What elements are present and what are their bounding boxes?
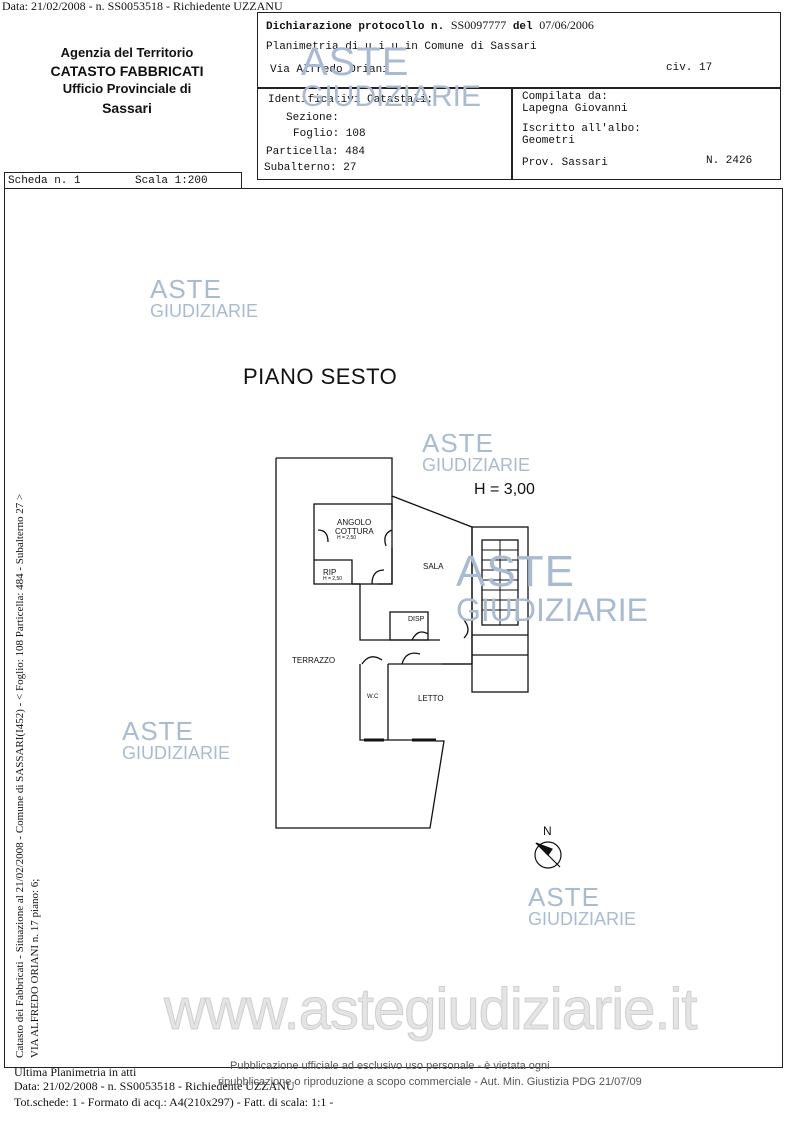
north-arrow-icon (534, 841, 562, 869)
civ-number: civ. 17 (666, 62, 713, 74)
room-label-cottura-height: H = 2,50 (337, 535, 357, 541)
ufficio-label: Ufficio Provinciale di (62, 81, 192, 96)
room-label-wc: W.C (367, 694, 379, 700)
footer-publication-2: ripubblicazione o riproduzione a scopo c… (218, 1076, 642, 1088)
watermark-3: ASTE GIUDIZIARIE (422, 428, 531, 475)
albo-name: Geometri (522, 135, 575, 147)
particella-field: Particella: 484 (266, 146, 366, 158)
room-label-angolo: ANGOLO (337, 518, 372, 527)
protocol-number: SS0097777 (450, 18, 507, 32)
identifiers-box (257, 88, 512, 180)
room-label-terrazzo: TERRAZZO (292, 656, 336, 665)
header-line: Data: 21/02/2008 - n. SS0053518 - Richie… (2, 0, 283, 13)
foglio-field: Foglio: 108 (293, 128, 366, 140)
terrace-outline (276, 457, 473, 665)
watermark-4: ASTE GIUDIZIARIE (456, 547, 649, 628)
plan-height: H = 3,00 (474, 481, 535, 498)
footer-ultima: Ultima Planimetria in atti (14, 1065, 137, 1079)
address-line: Via Alfredo Oriani (270, 64, 389, 76)
registration-number: N. 2426 (706, 155, 753, 167)
watermark-1: ASTE GIUDIZIARIE (301, 40, 482, 113)
site-watermark: www.astegiudiziarie.it (163, 977, 697, 1043)
watermark-2: ASTE GIUDIZIARIE (150, 274, 259, 321)
drawing-frame (4, 188, 783, 1068)
room-label-cottura: COTTURA (335, 527, 374, 536)
catasto-title: CATASTO FABBRICATI (50, 63, 204, 79)
watermark-5: ASTE GIUDIZIARIE (122, 716, 231, 763)
protocol-date: 07/06/2006 (539, 18, 594, 32)
declaration-box (257, 12, 781, 88)
room-label-sala: SALA (423, 562, 444, 571)
agency-name: Agenzia del Territorio (60, 45, 194, 60)
north-label: N (543, 824, 552, 838)
planimetria-line: Planimetria di u.i.u.in Comune di Sassar… (266, 41, 537, 53)
compiler-box (512, 88, 781, 180)
watermark-6: ASTE GIUDIZIARIE (528, 882, 637, 929)
identifiers-title: Identificativi Catastali: (268, 94, 434, 106)
room-label-disp: DISP (408, 616, 425, 623)
agency-block: Agenzia del Territorio CATASTO FABBRICAT… (22, 45, 232, 116)
sezione-field: Sezione: (286, 112, 339, 124)
footer-line1: Data: 21/02/2008 - n. SS0053518 - Richie… (14, 1079, 295, 1093)
plan-title: PIANO SESTO (243, 364, 398, 389)
ufficio-city: Sassari (102, 100, 152, 116)
subalterno-field: Subalterno: 27 (264, 162, 357, 174)
room-label-letto: LETTO (418, 694, 444, 703)
footer-line2: Tot.schede: 1 - Formato di acq.: A4(210x… (14, 1095, 334, 1109)
compilata-label: Compilata da: (522, 91, 608, 103)
footer-publication-1: Pubblicazione ufficiale ad esclusivo uso… (230, 1060, 550, 1072)
scheda-label: Scheda n. 1 (8, 175, 81, 187)
compiler-name: Lapegna Giovanni (522, 103, 628, 115)
iscritto-label: Iscritto all'albo: (522, 123, 641, 135)
scala-label: Scala 1:200 (135, 175, 208, 187)
stair-block (471, 526, 529, 693)
room-label-rip: RIP (323, 568, 337, 577)
room-label-rip-height: H = 2,50 (323, 576, 343, 582)
declaration-line: Dichiarazione protocollo n. SS0097777 de… (266, 18, 594, 33)
province-field: Prov. Sassari (522, 157, 608, 169)
